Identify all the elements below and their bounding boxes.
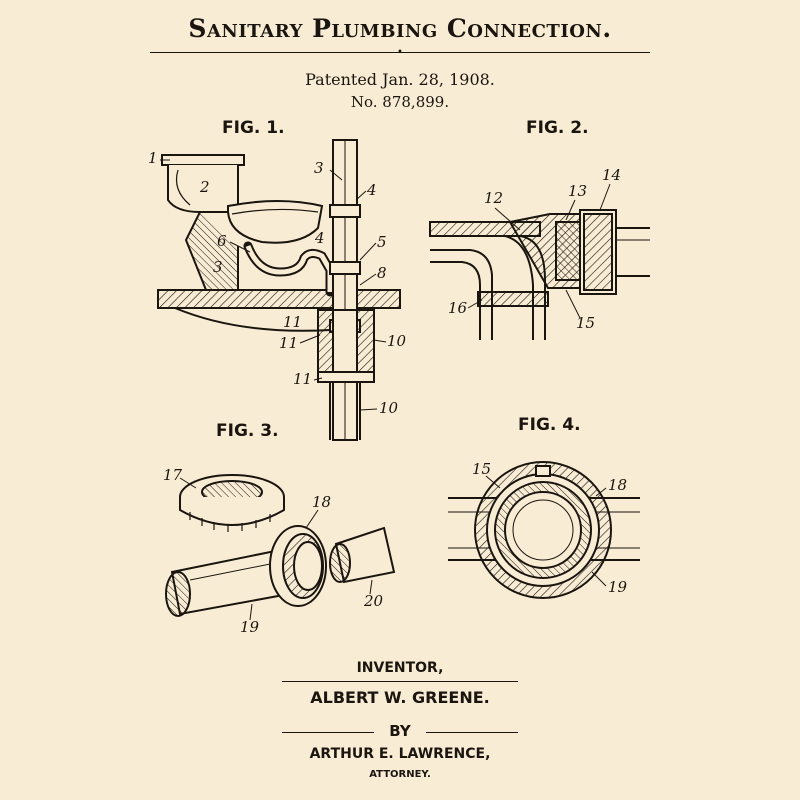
callout-4: 4 [366, 181, 377, 199]
patent-title: Sanitary Plumbing Connection. [188, 14, 612, 43]
fig-1-label: FIG. 1. [222, 118, 285, 138]
callout-4b: 4 [314, 229, 325, 247]
floor-underside [174, 307, 331, 332]
stack-collar-lower [329, 261, 361, 275]
callout-11a: 11 [283, 313, 302, 331]
tank-lid [161, 154, 245, 166]
toilet-bowl [227, 200, 324, 244]
callout-19: 19 [240, 618, 260, 636]
coupling-sleeve [555, 221, 581, 281]
stack-collar-upper [329, 204, 361, 218]
callout-15b: 15 [472, 460, 491, 478]
callout-11b: 11 [279, 334, 298, 352]
fig-3-callouts: 17 18 19 20 [163, 466, 384, 636]
callout-11c: 11 [293, 370, 312, 388]
callout-14: 14 [602, 166, 621, 184]
floor-slab [157, 289, 401, 309]
elbow-flange [477, 291, 549, 307]
by-rule-left [282, 732, 374, 733]
by-label: BY [389, 722, 411, 740]
callout-8: 8 [377, 264, 387, 282]
by-rule-right [426, 732, 518, 733]
callout-6: 6 [217, 232, 227, 250]
fig-3-drawing [165, 474, 396, 617]
fig-4-drawing [448, 461, 640, 599]
callout-3: 3 [314, 159, 324, 177]
attorney-label: ATTORNEY. [369, 769, 431, 780]
patent-number: No. 878,899. [350, 93, 450, 111]
callout-10b: 10 [379, 399, 399, 417]
callout-3b: 3 [213, 258, 223, 276]
patent-date: Patented Jan. 28, 1908. [305, 70, 495, 89]
inventor-label: INVENTOR, [356, 660, 444, 676]
elbow-inner [430, 249, 493, 340]
inventor-rule [282, 681, 518, 682]
fig-2-drawing [429, 209, 650, 340]
callout-15: 15 [576, 314, 595, 332]
callout-12: 12 [484, 189, 503, 207]
callout-20: 20 [363, 592, 384, 610]
callout-19b: 19 [608, 578, 628, 596]
fig-3-label: FIG. 3. [216, 421, 279, 441]
toilet-pedestal [184, 211, 239, 291]
fig-1-callouts: 1 2 3 4 6 4 5 3 8 11 11 10 11 10 [148, 149, 407, 417]
fig-2-callouts: 12 13 14 16 15 [448, 166, 621, 332]
callout-16: 16 [448, 299, 468, 317]
callout-18b: 18 [608, 476, 627, 494]
fig-2-label: FIG. 2. [526, 118, 589, 138]
callout-17: 17 [163, 466, 183, 484]
callout-2: 2 [199, 178, 210, 196]
callout-1: 1 [148, 149, 158, 167]
fig-1-drawing [157, 139, 401, 441]
fig-4-callouts: 15 18 19 [472, 460, 628, 596]
title-rule [150, 52, 650, 53]
callout-5: 5 [377, 233, 387, 251]
title-rule-ornament: • [397, 47, 403, 58]
callout-13: 13 [568, 182, 587, 200]
fig-4-label: FIG. 4. [518, 415, 581, 435]
callout-10: 10 [387, 332, 407, 350]
callout-18: 18 [312, 493, 331, 511]
inventor-name: ALBERT W. GREENE. [310, 688, 490, 707]
attorney-name: ARTHUR E. LAWRENCE, [309, 746, 491, 762]
inner-bore [504, 491, 582, 569]
